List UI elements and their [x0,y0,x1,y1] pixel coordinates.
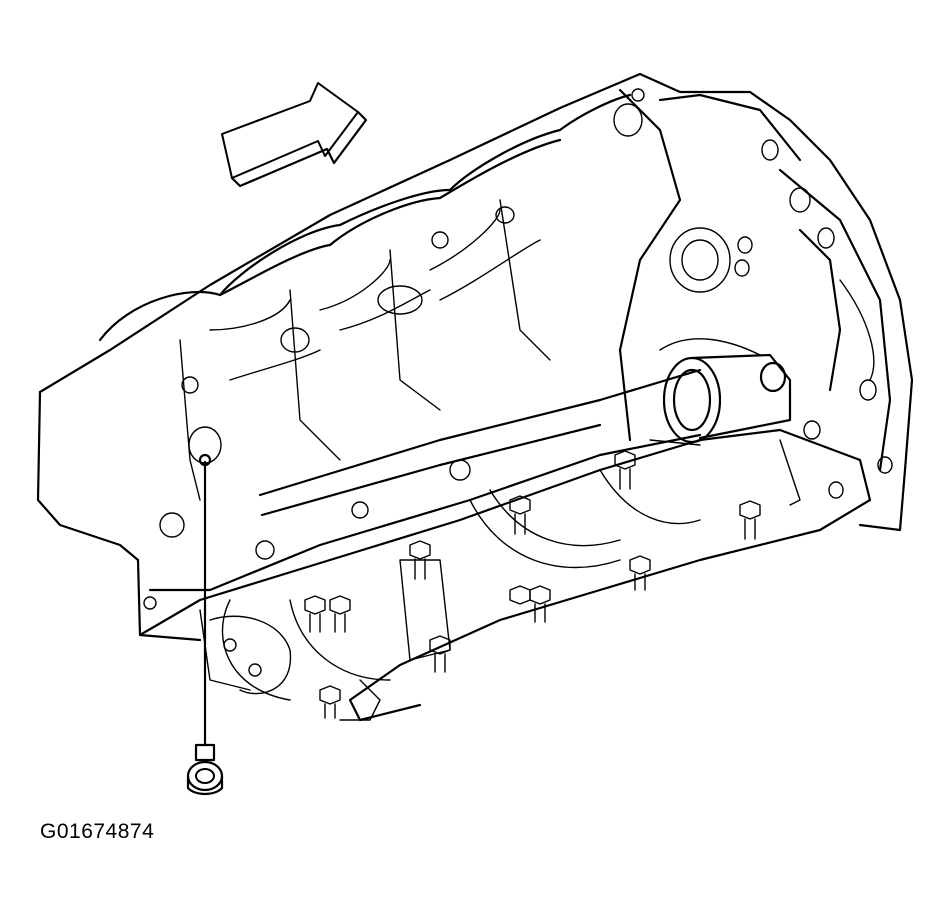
direction-arrow-icon [221,82,368,188]
oil-pump-region [209,615,381,721]
drain-plug-callout [188,426,222,747]
bearing-cap-bolts [304,450,761,719]
figure-id-label: G01674874 [40,820,155,843]
engine-block-outline [36,72,914,722]
front-face-bosses [613,88,893,506]
main-bearing-bulkheads [143,199,551,610]
bolt-plug-icon [186,743,224,796]
crankshaft-nose [649,338,792,446]
bearing-caps [199,469,701,701]
